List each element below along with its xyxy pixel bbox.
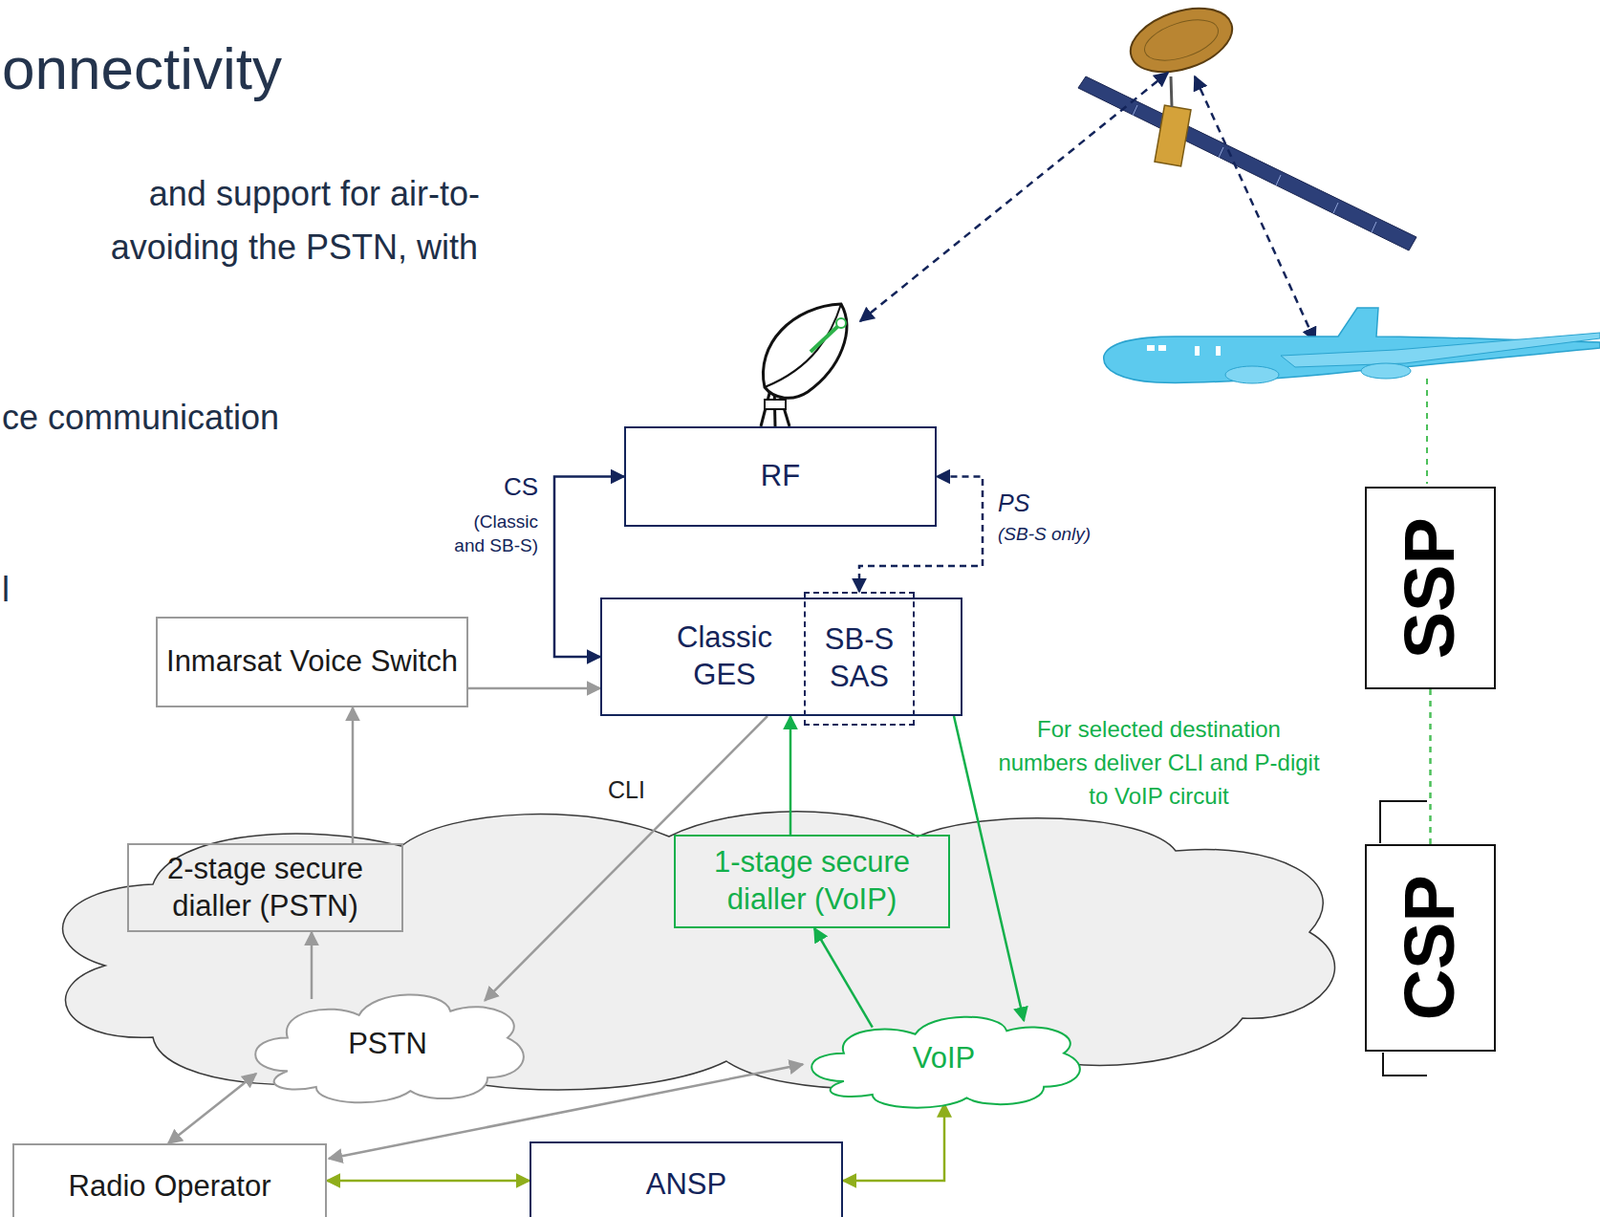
network-cloud: VoIP [800, 1002, 1087, 1115]
bracket [1383, 1052, 1428, 1076]
connector [554, 476, 625, 658]
leader-line [1426, 378, 1428, 484]
body-text: ce communication [1, 397, 280, 438]
node-label: SSP [1385, 517, 1475, 659]
node-label: Inmarsat Voice Switch [166, 643, 458, 681]
node-label: 2-stage secure dialler (PSTN) [136, 850, 394, 926]
switch-box: Inmarsat Voice Switch [155, 616, 469, 708]
node-label: SB-S SAS [813, 621, 906, 696]
connector [843, 1102, 945, 1181]
ground-station-box: Classic GES SB-S SAS [600, 597, 963, 716]
sas-region: SB-S SAS [803, 591, 915, 726]
satellite-link [1194, 76, 1316, 342]
annotation: For selected destination numbers deliver… [994, 713, 1324, 813]
node-label: VoIP [912, 1039, 976, 1078]
connector-label: PS [997, 489, 1030, 518]
node-label: ANSP [646, 1166, 727, 1204]
connector [168, 1073, 257, 1144]
connector-note: (Classic and SB-S) [447, 510, 539, 558]
cloud-shape [811, 1016, 1081, 1108]
connector [789, 715, 793, 835]
operator-box: Radio Operator [12, 1143, 327, 1217]
connector [310, 931, 314, 999]
node-label: Radio Operator [68, 1167, 272, 1206]
bracket [1380, 800, 1428, 844]
body-text: and support for air-to- [149, 173, 480, 215]
connector [1428, 689, 1432, 844]
network-cloud: PSTN [244, 977, 531, 1111]
connector-label: CLI [607, 776, 646, 804]
body-text: avoiding the PSTN, with [110, 227, 478, 268]
node-label: RF [760, 457, 800, 496]
slide-title: onnectivity [1, 34, 282, 103]
provider-box: CSP [1364, 843, 1496, 1052]
ansp-box: ANSP [529, 1141, 844, 1217]
connector [468, 687, 601, 691]
network-cloud [63, 811, 1336, 1090]
cloud-shape [255, 994, 524, 1103]
body-text: l [1, 569, 10, 610]
connector-label: CS [503, 472, 539, 502]
node-label: 1-stage secure dialler (VoIP) [683, 843, 941, 919]
node-label: Classic GES [657, 619, 792, 694]
dialler-box: 1-stage secure dialler (VoIP) [673, 834, 951, 929]
airplane [1103, 307, 1600, 384]
node-label: PSTN [347, 1025, 428, 1063]
connector [814, 928, 873, 1028]
connector [326, 1179, 530, 1183]
node-label: CSP [1385, 874, 1475, 1020]
dialler-box: 2-stage secure dialler (PSTN) [127, 843, 404, 932]
satellite-link [860, 72, 1168, 322]
connector [351, 707, 355, 844]
rf-box: RF [624, 426, 937, 527]
provider-box: SSP [1364, 486, 1496, 690]
connector-note: (SB-S only) [997, 523, 1091, 545]
connector [859, 476, 983, 593]
ground-antenna [760, 303, 847, 427]
satellite [1078, 0, 1417, 251]
